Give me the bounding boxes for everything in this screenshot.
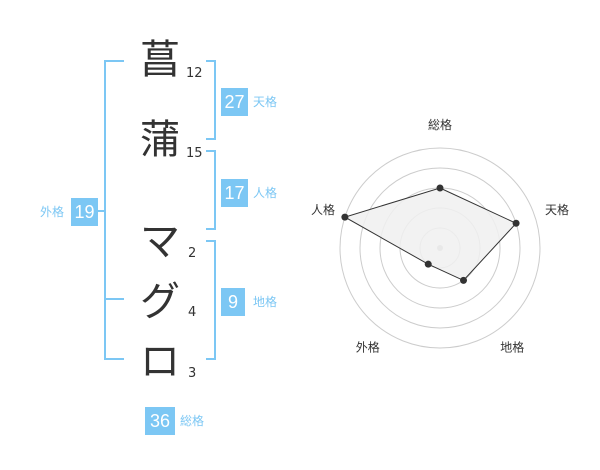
tenkaku-label: 天格 <box>253 95 278 109</box>
chikaku-label: 地格 <box>253 295 278 309</box>
tenkaku-bracket-top <box>206 60 216 62</box>
stroke-count-2: 15 <box>186 146 203 161</box>
jinkaku-bracket-top <box>206 150 216 152</box>
radar-series-polygon <box>343 187 517 282</box>
stroke-count-1: 12 <box>186 66 203 81</box>
radar-axis-label-2: 天格 <box>545 202 569 217</box>
chikaku-bracket-top <box>206 240 216 242</box>
jinkaku-bracket-bottom <box>206 228 216 230</box>
radar-ring-5 <box>339 147 541 349</box>
radar-center-dot <box>437 245 443 251</box>
name-char-3: マ <box>140 219 180 265</box>
name-char-1: 菖 <box>140 37 180 83</box>
outer-bracket-mid <box>104 298 124 300</box>
chikaku-bracket-bottom <box>206 358 216 360</box>
name-char-2: 蒲 <box>140 117 180 163</box>
jinkaku-label: 人格 <box>253 186 278 200</box>
radar-ring-4 <box>359 167 521 329</box>
name-char-4: グ <box>140 279 180 325</box>
outer-bracket-bottom <box>104 358 124 360</box>
radar-point-1 <box>436 184 444 192</box>
radar-ring-3 <box>379 187 501 309</box>
jinkaku-bracket <box>214 150 216 230</box>
radar-grid <box>339 147 541 349</box>
jinkaku-badge: 17 <box>221 179 248 207</box>
tenkaku-bracket-bottom <box>206 138 216 140</box>
tenkaku-bracket <box>214 60 216 140</box>
radar-axis-label-4: 外格 <box>356 340 380 355</box>
stroke-count-3: 2 <box>188 246 197 261</box>
gaikaku-badge: 19 <box>71 198 98 226</box>
outer-bracket-connector <box>98 210 106 212</box>
gaikaku-label: 外格 <box>40 205 65 219</box>
radar-axis-label-1: 総格 <box>428 117 452 132</box>
soukaku-badge: 36 <box>145 407 175 435</box>
tenkaku-badge: 27 <box>221 88 248 116</box>
radar-point-4 <box>424 260 432 268</box>
chikaku-bracket <box>214 240 216 360</box>
stroke-count-4: 4 <box>188 305 197 320</box>
radar-ring-1 <box>419 227 461 269</box>
outer-bracket-top <box>104 60 124 62</box>
radar-axis-label-3: 地格 <box>500 340 524 355</box>
name-char-5: ロ <box>140 339 180 385</box>
radar-ring-2 <box>399 207 481 289</box>
radar-point-3 <box>460 276 468 284</box>
radar-axis-label-5: 人格 <box>311 202 335 217</box>
radar-point-2 <box>512 219 520 227</box>
stroke-count-5: 3 <box>188 366 197 381</box>
radar-shape <box>341 184 520 284</box>
soukaku-label: 総格 <box>180 414 205 428</box>
chikaku-badge: 9 <box>221 288 245 316</box>
radar-point-5 <box>341 213 349 221</box>
